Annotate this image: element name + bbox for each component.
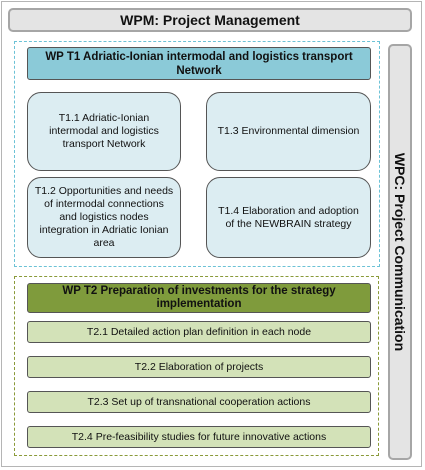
wpm-project-management-box: WPM: Project Management	[8, 8, 412, 32]
task-t1-2: T1.2 Opportunities and needs of intermod…	[27, 177, 181, 258]
wp-t2-header: WP T2 Preparation of investments for the…	[27, 283, 371, 313]
task-t1-3: T1.3 Environmental dimension	[206, 92, 371, 171]
wp-t1-group	[14, 41, 380, 267]
task-t2-2: T2.2 Elaboration of projects	[27, 356, 371, 378]
wp-t1-header: WP T1 Adriatic-Ionian intermodal and log…	[27, 47, 371, 80]
wp-t2-group	[14, 276, 379, 456]
task-t2-3: T2.3 Set up of transnational cooperation…	[27, 391, 371, 413]
task-t1-1: T1.1 Adriatic-Ionian intermodal and logi…	[27, 92, 181, 171]
task-t1-4: T1.4 Elaboration and adoption of the NEW…	[206, 177, 371, 258]
wpc-project-communication-box: WPC: Project Communication	[388, 44, 412, 460]
wpc-label: WPC: Project Communication	[392, 152, 408, 352]
task-t2-4: T2.4 Pre-feasibility studies for future …	[27, 426, 371, 448]
task-t2-1: T2.1 Detailed action plan definition in …	[27, 321, 371, 343]
wpm-label: WPM: Project Management	[120, 12, 300, 28]
